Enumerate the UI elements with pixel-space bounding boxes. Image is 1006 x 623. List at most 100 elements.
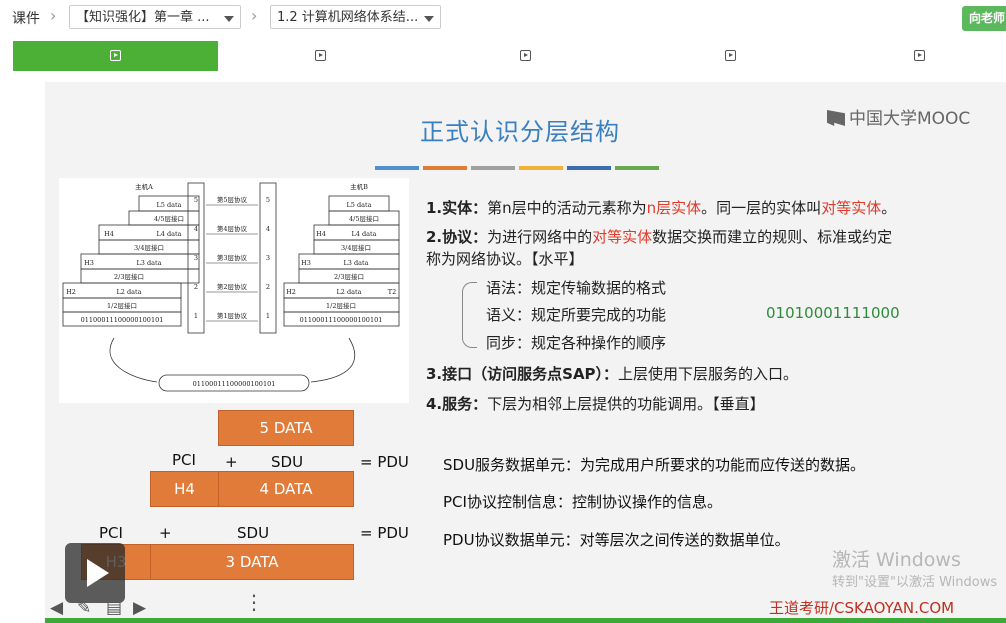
layer-diagram: 主机A 主机B L5 data 4/5层接口 L4 data 3/4层接口 L3… xyxy=(59,178,409,403)
hostB-label: 主机B xyxy=(350,182,368,191)
svg-text:4: 4 xyxy=(266,225,270,233)
svg-text:第4层协议: 第4层协议 xyxy=(217,224,248,233)
layer4-data-box: 4 DATA xyxy=(218,471,354,507)
tab-video-4[interactable] xyxy=(628,41,833,71)
svg-text:T2: T2 xyxy=(388,288,396,296)
color-bar xyxy=(567,166,611,170)
timing-item: 同步：规定各种操作的顺序 xyxy=(486,334,667,352)
svg-text:L2 data: L2 data xyxy=(336,288,361,296)
play-icon xyxy=(109,50,121,61)
entity-text: 第n层中的活动元素称为 xyxy=(487,199,647,217)
bit-string: 01010001111000 xyxy=(766,304,900,322)
layer5-data-box: 5 DATA xyxy=(218,410,354,446)
forward-arrow-icon[interactable]: ▶ xyxy=(133,598,147,618)
tab-video-1[interactable] xyxy=(13,41,218,71)
svg-text:01100011100000100101: 01100011100000100101 xyxy=(81,316,164,324)
windows-activation-watermark: 激活 Windows xyxy=(832,549,961,571)
more-options-icon[interactable]: ⋮ xyxy=(244,590,264,614)
chevron-right-icon: › xyxy=(50,6,57,25)
interface-text: 上层使用下层服务的入口。 xyxy=(618,365,799,383)
svg-text:H3: H3 xyxy=(84,259,94,267)
ask-teacher-button[interactable]: 向老师 xyxy=(962,6,1006,31)
svg-text:4/5层接口: 4/5层接口 xyxy=(349,214,379,223)
pci-definition: PCI协议控制信息：控制协议操作的信息。 xyxy=(443,493,722,511)
svg-text:2: 2 xyxy=(266,283,270,291)
section-dropdown[interactable]: 1.2 计算机网络体系结... xyxy=(270,5,441,29)
pen-icon[interactable]: ✎ xyxy=(77,598,92,618)
svg-text:1: 1 xyxy=(194,312,198,320)
svg-text:L4 data: L4 data xyxy=(156,230,181,238)
breadcrumb-courseware[interactable]: 课件 xyxy=(12,11,40,27)
sdu-label: SDU xyxy=(271,453,304,471)
brand-footer: 王道考研/CSKAOYAN.COM xyxy=(769,599,955,617)
svg-text:L3 data: L3 data xyxy=(136,259,161,267)
play-icon xyxy=(913,50,925,61)
svg-text:第5层协议: 第5层协议 xyxy=(217,195,248,204)
section-dropdown-label: 1.2 计算机网络体系结... xyxy=(277,10,419,25)
service-text: 下层为相邻上层提供的功能调用。【垂直】 xyxy=(487,395,765,413)
svg-text:第3层协议: 第3层协议 xyxy=(217,253,248,262)
svg-text:4: 4 xyxy=(194,225,198,233)
entity-highlight: 对等实体 xyxy=(821,199,882,217)
video-slide[interactable]: 正式认识分层结构 中国大学MOOC xyxy=(45,82,1006,623)
svg-text:第2层协议: 第2层协议 xyxy=(217,282,248,291)
svg-text:H2: H2 xyxy=(286,288,296,296)
svg-text:4/5层接口: 4/5层接口 xyxy=(154,214,184,223)
chapter-dropdown[interactable]: 【知识强化】第一章 ... xyxy=(69,5,241,29)
pdu-label: = PDU xyxy=(360,453,409,471)
slide-title: 正式认识分层结构 xyxy=(420,118,620,146)
menu-icon[interactable]: ▤ xyxy=(106,598,123,618)
layer3-data-box: 3 DATA xyxy=(150,544,354,580)
interface-heading: 3.接口（访问服务点SAP）： xyxy=(426,365,619,383)
chevron-right-icon: › xyxy=(251,6,258,25)
entity-text: 。 xyxy=(881,199,897,217)
svg-text:L5 data: L5 data xyxy=(346,201,371,209)
svg-text:H2: H2 xyxy=(66,288,76,296)
interface-definition: 3.接口（访问服务点SAP）：上层使用下层服务的入口。 xyxy=(426,363,798,384)
svg-text:L2 data: L2 data xyxy=(116,288,141,296)
windows-activation-hint: 转到"设置"以激活 Windows xyxy=(832,575,998,590)
service-definition: 4.服务：下层为相邻上层提供的功能调用。【垂直】 xyxy=(426,393,765,414)
color-bar xyxy=(519,166,563,170)
svg-text:L5 data: L5 data xyxy=(156,201,181,209)
entity-text: 。同一层的实体叫 xyxy=(701,199,822,217)
play-icon xyxy=(314,50,326,61)
chapter-dropdown-label: 【知识强化】第一章 ... xyxy=(76,10,210,25)
svg-text:2/3层接口: 2/3层接口 xyxy=(334,272,364,281)
entity-definition: 1.实体：第n层中的活动元素称为n层实体。同一层的实体叫对等实体。 xyxy=(426,197,896,218)
protocol-text: 为进行网络中的 xyxy=(487,228,593,246)
protocol-definition: 2.协议：为进行网络中的对等实体数据交换而建立的规则、标准或约定 xyxy=(426,226,892,247)
svg-text:L3 data: L3 data xyxy=(343,259,368,267)
back-arrow-icon[interactable]: ◀ xyxy=(50,598,64,618)
svg-text:H4: H4 xyxy=(316,230,326,238)
svg-text:3/4层接口: 3/4层接口 xyxy=(341,243,371,252)
pci-label: PCI xyxy=(172,451,196,469)
play-button[interactable] xyxy=(65,543,125,603)
play-icon xyxy=(724,50,736,61)
pdu-label: = PDU xyxy=(360,524,409,542)
color-bar xyxy=(423,166,467,170)
color-bar xyxy=(615,166,659,170)
entity-highlight: n层实体 xyxy=(646,199,702,217)
play-icon xyxy=(519,50,531,61)
mooc-logo-icon xyxy=(827,110,845,126)
entity-heading: 1.实体： xyxy=(426,199,488,217)
service-heading: 4.服务： xyxy=(426,395,488,413)
tab-video-5[interactable] xyxy=(833,41,1006,71)
video-progress-bar[interactable] xyxy=(45,618,1006,623)
tab-video-2[interactable] xyxy=(218,41,423,71)
svg-text:5: 5 xyxy=(194,196,198,204)
protocol-highlight: 对等实体 xyxy=(592,228,653,246)
semantics-item: 语义：规定所要完成的功能 xyxy=(486,306,667,324)
svg-text:H4: H4 xyxy=(104,230,114,238)
pdu-definition: PDU协议数据单元：对等层次之间传送的数据单位。 xyxy=(443,531,790,549)
svg-text:5: 5 xyxy=(266,196,270,204)
chevron-down-icon xyxy=(224,16,234,22)
chevron-down-icon xyxy=(424,16,434,22)
mooc-logo: 中国大学MOOC xyxy=(827,104,970,129)
hostA-label: 主机A xyxy=(135,182,153,191)
protocol-text: 数据交换而建立的规则、标准或约定 xyxy=(652,228,893,246)
tab-video-3[interactable] xyxy=(423,41,628,71)
syntax-item: 语法：规定传输数据的格式 xyxy=(486,279,667,297)
top-bar: 课件 › 【知识强化】第一章 ... › 1.2 计算机网络体系结... 向老师 xyxy=(0,0,1006,40)
